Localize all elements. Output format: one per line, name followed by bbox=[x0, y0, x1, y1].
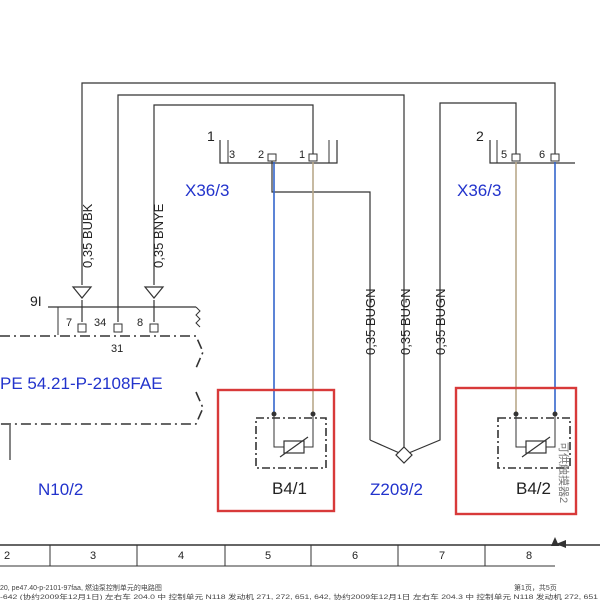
wire-route-right bbox=[403, 102, 517, 456]
pin-label: 7 bbox=[66, 317, 72, 329]
pin-label: 8 bbox=[137, 317, 143, 329]
connector-number-2: 2 bbox=[476, 128, 484, 144]
wire-route-inner bbox=[153, 104, 314, 285]
pin-label: 34 bbox=[94, 317, 106, 329]
wire-label-bnye: 0,35 BNYE bbox=[151, 203, 166, 268]
connector-number-1: 1 bbox=[207, 128, 215, 144]
ruler-label: 3 bbox=[90, 550, 96, 562]
left-arrow-icon bbox=[556, 540, 566, 548]
footer-page-number: 第1页，共5页 bbox=[514, 583, 557, 592]
vertical-note: 可供触摸器2 bbox=[557, 442, 571, 503]
footer-title: 20, pe47.40-p-2101-97faa, 燃油泵控制单元的电路图 bbox=[0, 583, 162, 592]
connector-x36-right: 2 5 6 X36/3 bbox=[457, 128, 575, 200]
wire-label-bugn: 0,35 BUGN bbox=[433, 289, 448, 355]
pin-label: 5 bbox=[501, 149, 507, 161]
wire-label-bugn: 0,35 BUGN bbox=[363, 289, 378, 355]
component-label-b4-2: B4/2 bbox=[516, 479, 551, 498]
bubk-arrow bbox=[71, 286, 93, 299]
pin-label: 1 bbox=[299, 149, 305, 161]
ruler-label: 7 bbox=[439, 550, 445, 562]
splice-z209: Z209/2 bbox=[370, 446, 423, 499]
ruler-label: 4 bbox=[178, 550, 184, 562]
highlight-box-b4-1 bbox=[216, 388, 336, 513]
pin-label: 3 bbox=[229, 149, 235, 161]
connector-ref-x36-right: X36/3 bbox=[457, 181, 501, 200]
wire-labels: 0,35 BUBK 0,35 BNYE 0,35 BUGN 0,35 BUGN … bbox=[80, 203, 448, 355]
page-footer: 20, pe47.40-p-2101-97faa, 燃油泵控制单元的电路图 第1… bbox=[0, 583, 599, 600]
splice-icon bbox=[395, 446, 413, 464]
wire-route-middle bbox=[117, 94, 405, 455]
bnye-arrow bbox=[143, 286, 165, 299]
top-wire-routes bbox=[81, 82, 556, 456]
connector-x36-left: 1 3 2 1 X36/3 bbox=[185, 128, 338, 200]
wire-route-left-bugn bbox=[271, 155, 371, 440]
wire-label-bugn: 0,35 BUGN bbox=[398, 289, 413, 355]
wire-arrows bbox=[71, 286, 165, 299]
grid-ruler: 2 3 4 5 6 7 8 bbox=[0, 544, 600, 567]
ref-document-link[interactable]: PE 54.21-P-2108FAE bbox=[0, 374, 163, 393]
ruler-label: 8 bbox=[526, 550, 532, 562]
connector-ref-x36-left: X36/3 bbox=[185, 181, 229, 200]
wire-label-bubk: 0,35 BUBK bbox=[80, 203, 95, 268]
footer-applicability: -642 (协约2009年12月1日) 左右车 204.0 中 控制单元 N11… bbox=[0, 592, 599, 600]
ruler-label: 2 bbox=[4, 550, 10, 562]
signal-wires bbox=[273, 162, 556, 414]
wire-route-outer bbox=[81, 82, 556, 285]
pin-label: 2 bbox=[258, 149, 264, 161]
component-label-b4-1: B4/1 bbox=[272, 479, 307, 498]
ruler-label: 6 bbox=[352, 550, 358, 562]
pin-label: 6 bbox=[539, 149, 545, 161]
sensor-b4-2: B4/2 可供触摸器2 bbox=[454, 386, 578, 516]
highlight-box-b4-2 bbox=[454, 386, 578, 516]
control-unit-n10: 9I 7 34 8 31 PE 54.21-P-2108FAE N10/2 bbox=[0, 293, 204, 499]
ruler-label: 5 bbox=[265, 550, 271, 562]
pin-label: 31 bbox=[111, 343, 123, 355]
connector-9i-label: 9I bbox=[30, 293, 42, 309]
sensor-b4-1: B4/1 bbox=[216, 388, 336, 513]
control-unit-label: N10/2 bbox=[38, 480, 83, 499]
splice-label: Z209/2 bbox=[370, 480, 423, 499]
